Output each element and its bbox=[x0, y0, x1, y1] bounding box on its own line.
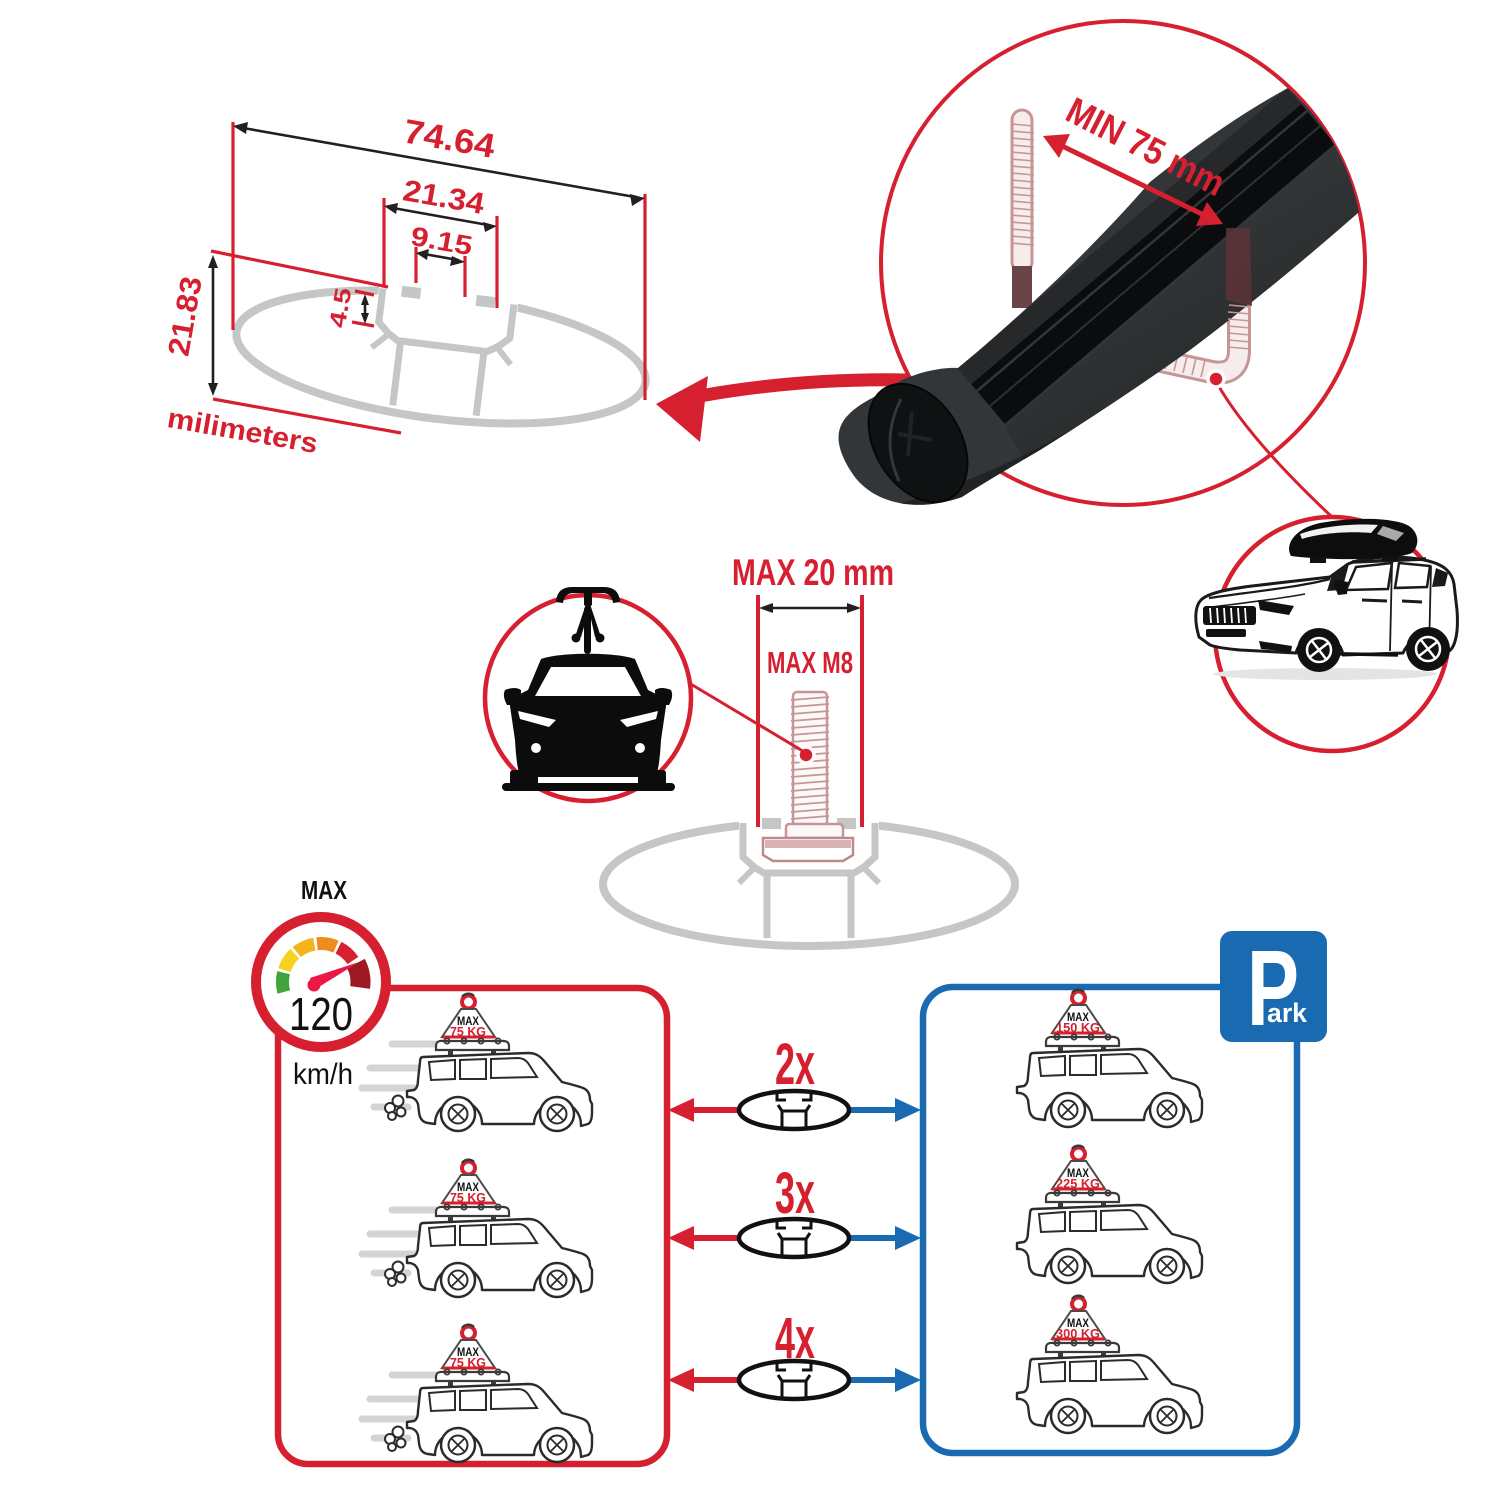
svg-text:MAX: MAX bbox=[1067, 1316, 1089, 1330]
svg-text:MAX: MAX bbox=[457, 1014, 479, 1028]
svg-text:km/h: km/h bbox=[293, 1058, 353, 1091]
svg-text:ark: ark bbox=[1267, 998, 1308, 1028]
svg-text:75 KG: 75 KG bbox=[450, 1190, 486, 1205]
svg-text:3x: 3x bbox=[775, 1161, 815, 1226]
svg-text:75 KG: 75 KG bbox=[450, 1024, 486, 1039]
svg-text:300 KG: 300 KG bbox=[1056, 1326, 1100, 1341]
svg-text:225 KG: 225 KG bbox=[1056, 1176, 1100, 1191]
svg-text:MAX: MAX bbox=[457, 1180, 479, 1194]
svg-text:MAX 20 mm: MAX 20 mm bbox=[732, 552, 894, 593]
svg-text:75 KG: 75 KG bbox=[450, 1355, 486, 1370]
svg-text:MAX: MAX bbox=[301, 875, 348, 905]
svg-text:150 KG: 150 KG bbox=[1056, 1020, 1100, 1035]
svg-text:2x: 2x bbox=[775, 1032, 815, 1097]
svg-text:120: 120 bbox=[289, 988, 353, 1040]
svg-text:MAX M8: MAX M8 bbox=[767, 645, 853, 680]
svg-text:MAX: MAX bbox=[457, 1345, 479, 1359]
svg-text:MAX: MAX bbox=[1067, 1010, 1089, 1024]
svg-text:MAX: MAX bbox=[1067, 1166, 1089, 1180]
svg-text:P: P bbox=[1247, 927, 1299, 1048]
